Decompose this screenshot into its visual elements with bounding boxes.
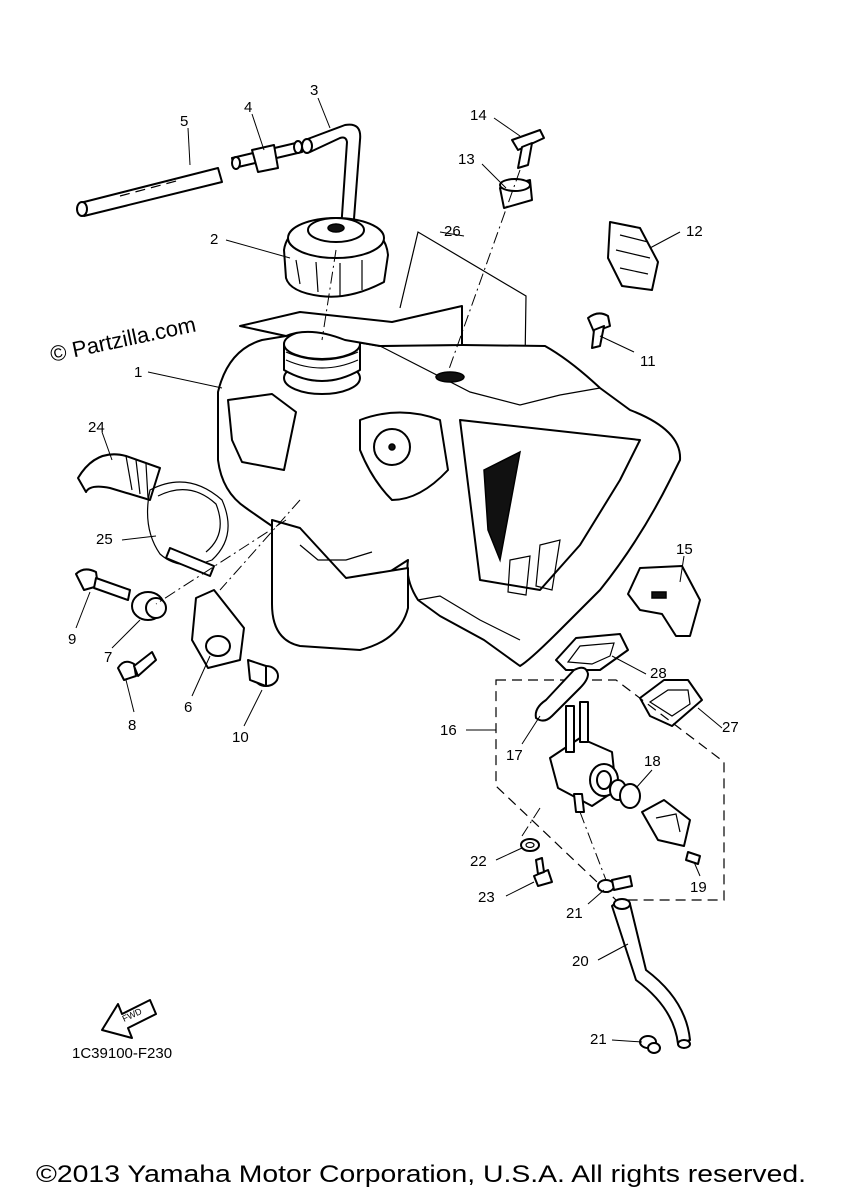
- part-5-hose[interactable]: [76, 167, 223, 217]
- part-22-washer[interactable]: [520, 838, 540, 852]
- callout-17: 17: [506, 747, 523, 764]
- callout-11: 11: [640, 353, 656, 370]
- part-21-clip-upper[interactable]: [597, 875, 633, 893]
- figure-number: 1C39100-F230: [72, 1045, 172, 1062]
- part-8-bolt[interactable]: [117, 651, 157, 681]
- callout-23: 23: [478, 889, 495, 906]
- copyright-footer: ©2013 Yamaha Motor Corporation, U.S.A. A…: [36, 1161, 806, 1188]
- part-16-fuel-cock[interactable]: [549, 701, 627, 813]
- part-24-damper[interactable]: [77, 453, 161, 501]
- callout-18: 18: [644, 753, 661, 770]
- part-7-damper[interactable]: [131, 591, 167, 621]
- part-10-collar[interactable]: [247, 659, 279, 687]
- part-1-fuel-tank[interactable]: [217, 305, 682, 667]
- callout-19: 19: [690, 879, 707, 896]
- callout-15: 15: [676, 541, 693, 558]
- callout-7: 7: [104, 649, 112, 666]
- callout-2: 2: [210, 231, 218, 248]
- part-15-protector[interactable]: [627, 565, 701, 637]
- part-21-clip-lower[interactable]: [639, 1035, 661, 1054]
- callout-21-lower: 21: [590, 1031, 607, 1048]
- part-2-fuel-cap[interactable]: [283, 217, 389, 298]
- callout-20: 20: [572, 953, 589, 970]
- part-19-lever[interactable]: [641, 799, 701, 865]
- callout-10: 10: [232, 729, 249, 746]
- callout-21-upper: 21: [566, 905, 583, 922]
- callout-9: 9: [68, 631, 76, 648]
- part-9-bolt[interactable]: [75, 568, 131, 601]
- callout-25: 25: [96, 531, 113, 548]
- callout-6: 6: [184, 699, 192, 716]
- part-11-bolt[interactable]: [587, 312, 611, 349]
- fwd-arrow-icon: FWD: [101, 999, 157, 1039]
- part-20-fuel-hose[interactable]: [611, 898, 691, 1049]
- callout-13: 13: [458, 151, 475, 168]
- callout-24: 24: [88, 419, 105, 436]
- part-18-o-ring[interactable]: [619, 783, 641, 809]
- part-13-collar[interactable]: [499, 178, 533, 209]
- part-4-breather-valve[interactable]: [231, 140, 303, 173]
- callout-14: 14: [470, 107, 487, 124]
- callout-3: 3: [310, 82, 318, 99]
- callout-1: 1: [134, 364, 142, 381]
- callout-28: 28: [650, 665, 667, 682]
- callout-27: 27: [722, 719, 739, 736]
- callout-16: 16: [440, 722, 457, 739]
- callout-22: 22: [470, 853, 487, 870]
- part-16-group-box: [495, 679, 725, 901]
- part-23-screw[interactable]: [533, 857, 553, 887]
- part-17-gasket[interactable]: [534, 666, 589, 722]
- part-6-bracket[interactable]: [191, 589, 245, 669]
- callout-4: 4: [244, 99, 252, 116]
- leader-lines: [75, 97, 723, 1043]
- callout-5: 5: [180, 113, 188, 130]
- watermark-text: © Partzilla.com: [48, 312, 198, 367]
- part-25-strap[interactable]: [146, 481, 229, 577]
- callout-labels: 1 2 3 4 5 6 7 8 9 10 11 12 13 14 15 16 1…: [68, 82, 739, 1048]
- part-14-screw[interactable]: [511, 129, 545, 169]
- callout-8: 8: [128, 717, 136, 734]
- part-12-clip[interactable]: [607, 221, 659, 291]
- part-28-sheet[interactable]: [555, 633, 629, 671]
- callout-26: 26: [444, 223, 461, 240]
- callout-12: 12: [686, 223, 703, 240]
- part-27-pad[interactable]: [639, 679, 703, 727]
